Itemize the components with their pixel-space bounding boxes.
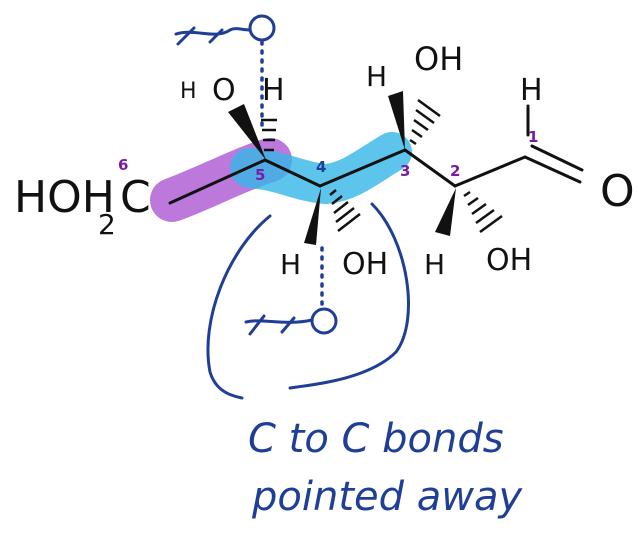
hash-c4-oh <box>329 189 361 232</box>
num-c2: 2 <box>450 162 460 180</box>
bond-c3-c2 <box>403 148 457 188</box>
num-c3: 3 <box>400 162 410 180</box>
label-c5-h-mid: H <box>262 73 285 108</box>
hash-c2-oh <box>463 190 503 234</box>
label-hoh2c: HOH <box>14 172 115 223</box>
label-hoh2c-c: C <box>120 172 151 223</box>
wedge-c3-h <box>388 91 405 150</box>
bond-c2-c1 <box>453 155 527 188</box>
num-c6: 6 <box>118 156 128 174</box>
num-c5: 5 <box>255 166 265 184</box>
annotation-brackets <box>206 202 410 400</box>
annotation-text: C to C bonds pointed away <box>248 416 523 520</box>
label-c5-o-top: O <box>212 73 236 108</box>
label-c4-oh: OH <box>342 247 388 282</box>
hash-c3-oh <box>409 98 441 146</box>
label-c4-h: H <box>280 248 301 281</box>
bracket-right <box>288 202 410 390</box>
newman-projection-icon <box>310 307 338 335</box>
carbon-numbers: 6 5 4 3 2 1 <box>118 128 538 184</box>
bond-c6-c5 <box>168 158 267 205</box>
newman-bottom <box>244 246 338 336</box>
label-c2-h: H <box>424 248 445 281</box>
num-c4: 4 <box>316 158 326 176</box>
num-c1: 1 <box>528 128 538 146</box>
wedge-c4-h <box>304 188 321 245</box>
bond-c4-c3 <box>318 148 407 188</box>
atom-labels: HOH 2 C H O H H OH H OH H OH H O <box>14 40 635 282</box>
wedge-c2-h <box>435 188 456 236</box>
hash-c5-h <box>261 118 277 152</box>
annotation-line2: pointed away <box>251 474 523 520</box>
carbon-backbone <box>168 104 584 205</box>
label-sub2: 2 <box>98 208 116 241</box>
bond-c1-o-a <box>523 155 582 184</box>
newman-top <box>174 14 276 132</box>
bond-highlights <box>150 132 412 222</box>
label-c5-h-top: H <box>180 79 197 104</box>
bond-c1-o-b <box>530 144 584 172</box>
annotation-line1: C to C bonds <box>248 416 504 462</box>
stereo-bonds <box>228 91 503 245</box>
label-c2-oh: OH <box>486 243 532 278</box>
newman-projection-icon <box>248 14 276 42</box>
label-c3-h: H <box>366 60 387 93</box>
label-c1-h: H <box>520 73 543 108</box>
bracket-left <box>206 214 272 400</box>
label-c1-o: O <box>600 166 635 217</box>
bond-c5-c4 <box>263 158 322 188</box>
label-c3-oh: OH <box>414 40 463 78</box>
wedge-c5-o <box>228 104 266 160</box>
